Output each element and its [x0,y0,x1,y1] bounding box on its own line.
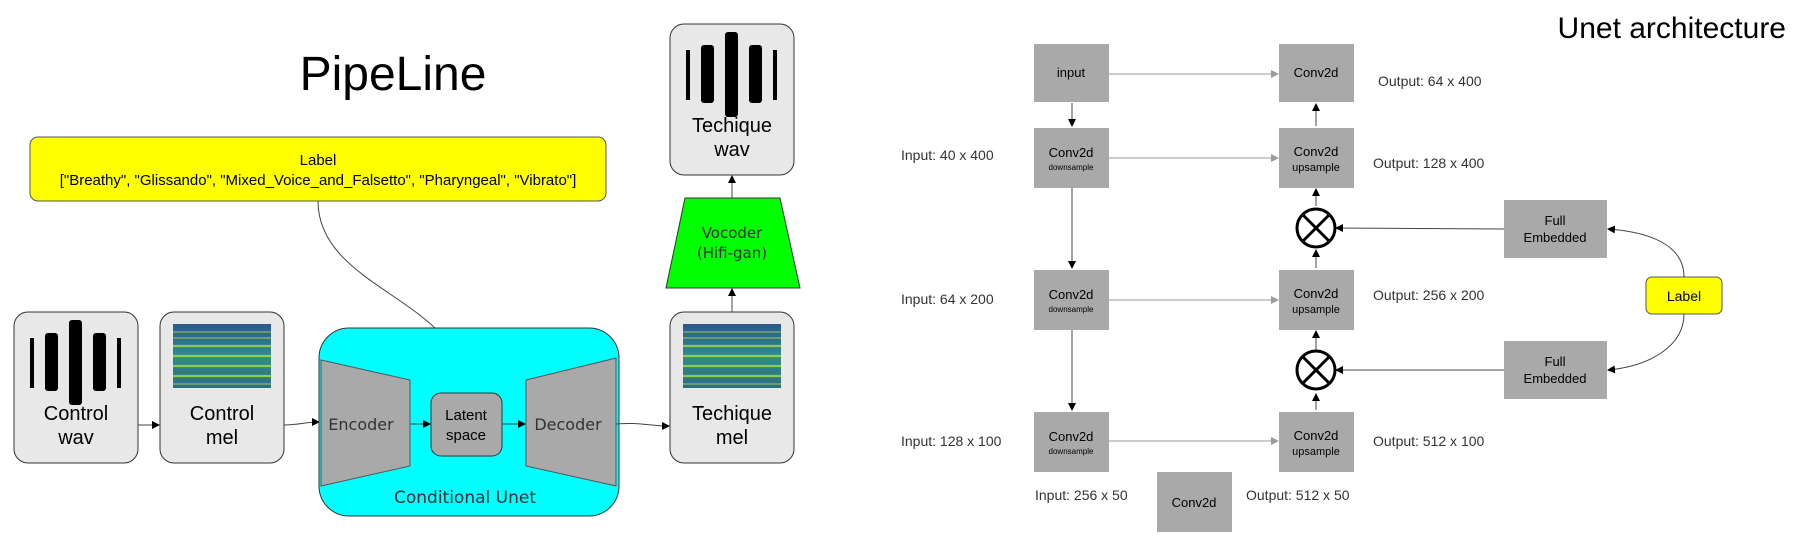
unet-title: Unet architecture [1558,12,1786,45]
embedded-line1: Full [1545,354,1566,369]
decoder-block-main: Conv2d [1294,144,1339,159]
spectrogram-image [173,324,271,388]
embedded-line1: Full [1545,213,1566,228]
vocoder-line1: Vocoder [702,224,763,242]
unet-input-block [1034,44,1109,102]
unet-output-label: Conv2d [1294,65,1339,80]
encoder-block-sub: downsample [1049,447,1094,456]
control-mel-line1: Control [190,403,254,425]
vocoder-block: Vocoder (Hifi-gan) [665,197,801,289]
technique-wav-box: Techique wav [669,23,795,176]
embedded-line2: Embedded [1524,230,1587,245]
decoder-block-io: Output: 256 x 200 [1373,287,1485,303]
label-box-heading: Label [300,152,337,169]
arrow-label-to-embedded [1607,225,1685,278]
arrow-mel-to-encoder [283,418,320,427]
encoder-block-io: Input: 64 x 200 [901,291,994,307]
multiply-icon [1295,207,1337,249]
decoder-shape [525,357,617,487]
encoder-block-main: Conv2d [1049,145,1094,160]
embedded-line2: Embedded [1524,371,1587,386]
encoder-block-main: Conv2d [1049,287,1094,302]
technique-mel-line2: mel [716,427,748,449]
unet-output-io: Output: 64 x 400 [1378,73,1482,89]
technique-mel-box: Techique mel [669,311,795,464]
full-embedded-block: Full Embedded [1504,200,1607,258]
label-box-classes: ["Breathy", "Glissando", "Mixed_Voice_an… [60,172,577,189]
pipeline-title: PipeLine [300,48,487,101]
encoder-block-sub: downsample [1049,163,1094,172]
unet-label-text: Label [1667,288,1701,304]
arrow-decoder-to-technique-mel [615,421,670,430]
waveform-icon [686,32,777,117]
decoder-block: Conv2d upsample Output: 512 x 100 [1279,412,1485,472]
technique-mel-line1: Techique [692,403,772,425]
decoder-block-main: Conv2d [1294,286,1339,301]
decoder-block-io: Output: 128 x 400 [1373,155,1485,171]
decoder-label: Decoder [534,415,602,434]
label-box-bg [29,136,607,202]
skip-connections [1109,70,1279,445]
encoder-block: Conv2d downsample Input: 128 x 100 [901,412,1109,472]
control-wav-line1: Control [44,403,108,425]
control-wav-box: Control wav [13,311,139,464]
spectrogram-image [683,324,781,388]
decoder-block-sub: upsample [1292,446,1340,458]
full-embedded-block: Full Embedded [1504,341,1607,399]
decoder-block-sub: upsample [1292,162,1340,174]
bottleneck-output-io: Output: 512 x 50 [1246,487,1350,503]
unet-input-label: input [1057,65,1086,80]
unet-output-block [1279,44,1354,102]
latent-space-line2: space [446,427,486,444]
encoder-block: Conv2d downsample Input: 64 x 200 [901,270,1109,330]
latent-space-line1: Latent [445,407,488,424]
conditional-unet-block: Encoder Latent space Decoder Conditional… [318,327,620,517]
control-mel-box: Control mel [159,311,285,464]
encoder-block-io: Input: 40 x 400 [901,147,994,163]
decoder-block-main: Conv2d [1294,428,1339,443]
conditional-unet-label: Conditional Unet [394,488,536,508]
control-mel-line2: mel [206,427,238,449]
waveform-icon [30,320,121,405]
encoder-block-sub: downsample [1049,305,1094,314]
bottleneck-input-io: Input: 256 x 50 [1035,487,1128,503]
latent-space-box [430,392,503,457]
encoder-block-io: Input: 128 x 100 [901,433,1002,449]
arrow-label-to-embedded [1607,313,1685,374]
encoder-label: Encoder [328,415,394,434]
technique-wav-line1: Techique [692,115,772,137]
encoder-block: Conv2d downsample Input: 40 x 400 [901,128,1109,188]
decoder-block: Conv2d upsample Output: 128 x 400 [1279,128,1485,188]
control-wav-line2: wav [57,427,94,449]
bottleneck-block: Conv2d Input: 256 x 50 Output: 512 x 50 [1035,472,1350,532]
pipeline-label-box: Label ["Breathy", "Glissando", "Mixed_Vo… [29,136,607,202]
vocoder-line2: (Hifi-gan) [697,244,767,262]
encoder-shape [320,359,411,487]
decoder-block-sub: upsample [1292,304,1340,316]
encoder-block-main: Conv2d [1049,429,1094,444]
decoder-block-io: Output: 512 x 100 [1373,433,1485,449]
decoder-block: Conv2d upsample Output: 256 x 200 [1279,270,1485,330]
arrow-embed-to-multiply [1335,224,1505,233]
technique-wav-line2: wav [713,139,750,161]
bottleneck-label: Conv2d [1172,495,1217,510]
multiply-icon [1295,349,1337,391]
